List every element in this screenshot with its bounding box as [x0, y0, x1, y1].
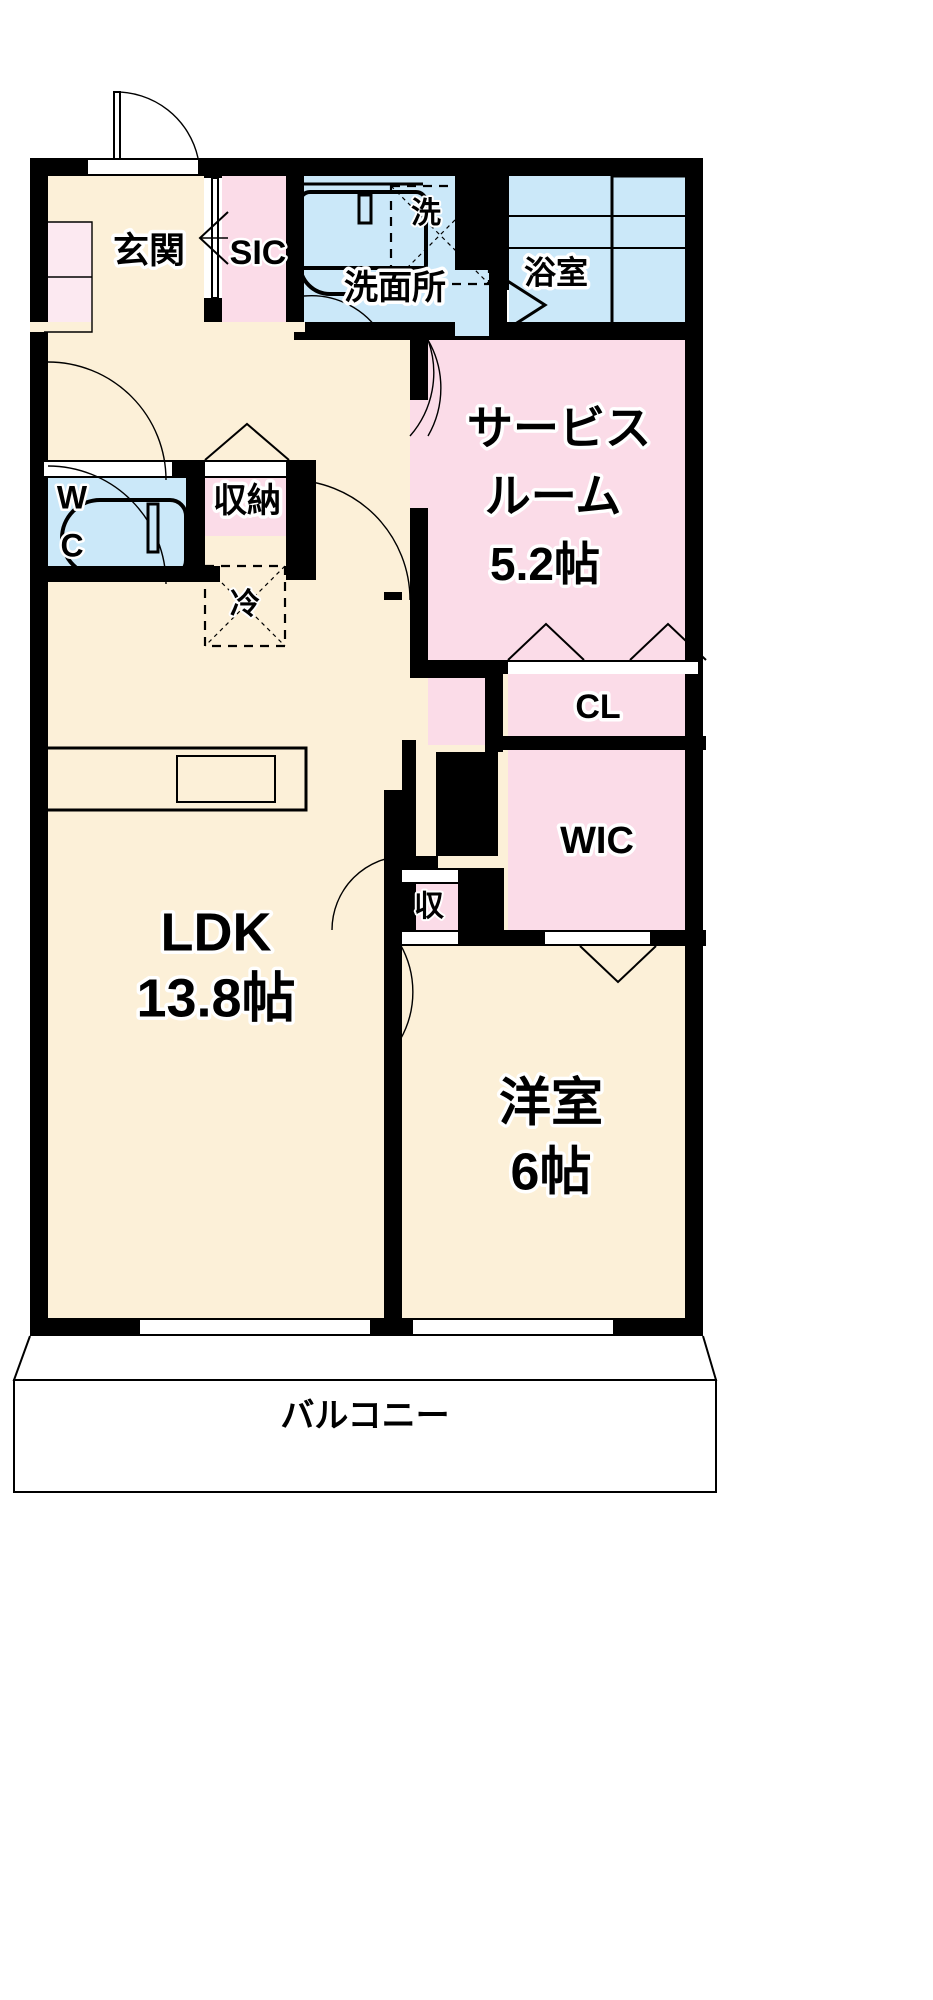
- label-balcony: バルコニー: [280, 1397, 449, 1435]
- youshitsu-window-l1: [413, 1318, 613, 1320]
- wic-fill: [508, 748, 703, 938]
- shu2-open-b: [400, 932, 458, 944]
- ldk-shu-door-arc: [331, 855, 407, 931]
- refrigerator: [203, 564, 287, 648]
- ldk-window-gap: [140, 1318, 370, 1336]
- service-door-gap: [410, 400, 428, 508]
- genkan-step-arrow: [198, 211, 229, 265]
- hall-open-top: [30, 322, 305, 332]
- kitchen: [42, 746, 308, 812]
- label-genkan: 玄関: [113, 230, 185, 271]
- bathtub: [610, 174, 702, 328]
- wall-cl-wic: [496, 736, 706, 750]
- label-wc-line2: C: [60, 527, 83, 563]
- wall-shunou-right: [286, 460, 316, 580]
- wall-wc-right: [186, 460, 205, 580]
- ldk-window-l1: [140, 1318, 370, 1320]
- label-shunou: 収納: [213, 482, 281, 520]
- label-senmenjo: 洗面所: [344, 269, 446, 307]
- service-door-arc: [427, 339, 442, 437]
- label-shu2: 収: [414, 890, 445, 923]
- shunou-door-gap: [205, 462, 293, 476]
- kitchen-counter: [42, 746, 308, 812]
- entrance-door-leaf: [113, 91, 121, 158]
- faucet-icon: [357, 193, 373, 225]
- entrance-opening-line2: [88, 174, 198, 176]
- wic-closet-marker: [579, 945, 657, 984]
- service-room-fill: [428, 340, 703, 670]
- shu2-open: [400, 870, 458, 882]
- label-reizouko: 冷: [230, 588, 260, 621]
- service-hall-door-arc: [289, 479, 411, 601]
- label-service-line3: 5.2帖: [490, 538, 600, 590]
- toilet-tank: [146, 502, 160, 554]
- senmenjo-door-arc: [303, 294, 383, 337]
- wall-service-bottom-a: [410, 660, 502, 678]
- washbasin-bowl: [298, 190, 428, 296]
- youshitsu-window-l2: [413, 1334, 613, 1336]
- washing-machine-pan: [389, 184, 491, 286]
- wall-block-shu2: [436, 752, 498, 856]
- label-service-line1: サービス: [467, 402, 651, 454]
- kitchen-sink: [176, 755, 276, 803]
- bath-shelf-lines: [506, 215, 703, 249]
- entrance-opening-line1: [88, 158, 198, 160]
- closet-markers: [204, 422, 707, 984]
- entrance-door: [113, 91, 199, 159]
- label-cl: CL: [575, 688, 620, 726]
- walls: [30, 158, 706, 1336]
- ldk-hall-door-arc: [47, 361, 167, 481]
- refrigerator-cross: [204, 565, 286, 647]
- shunou-fill: [205, 478, 293, 536]
- wet-notch-fill: [455, 270, 489, 336]
- wall-ldk-youshitsu: [384, 930, 402, 1336]
- sic-fill: [222, 170, 294, 325]
- bath-door-fold: [505, 278, 548, 332]
- ldk-window-l2: [140, 1334, 370, 1336]
- ldk-fill: [44, 592, 384, 1336]
- refrigerator-space: [203, 564, 287, 648]
- genkan-details: [44, 211, 229, 333]
- label-service-line2: ルーム: [485, 470, 622, 522]
- cl-open: [508, 662, 698, 674]
- toilet: [59, 498, 188, 578]
- wall-left: [30, 158, 48, 1336]
- ldk-open-hall: [384, 600, 402, 790]
- toilet-bowl: [59, 498, 188, 578]
- wic-door-open: [545, 932, 650, 944]
- cl-closet-marker-b: [629, 622, 707, 661]
- wall-service-right-b: [485, 660, 503, 752]
- label-sic: SIC: [230, 234, 287, 272]
- label-youshitsu-line1: 洋室: [499, 1075, 603, 1133]
- youshitsu-door-arc: [399, 943, 414, 1041]
- balcony: [12, 1335, 718, 1493]
- wall-top: [30, 158, 703, 176]
- wet-zone-details: [298, 174, 703, 337]
- balcony-floor: [13, 1379, 717, 1493]
- label-ldk-line1: LDK: [161, 902, 272, 962]
- label-yokushitsu: 浴室: [524, 254, 588, 290]
- cl-closet-marker-a: [507, 622, 585, 661]
- cl-fill: [508, 672, 703, 740]
- wc-door-gap: [44, 462, 172, 476]
- label-ldk-line2: 13.8帖: [136, 968, 295, 1028]
- washing-machine-cross: [390, 185, 490, 285]
- service-door-arc-b: [409, 339, 435, 437]
- entrance-door-arc: [113, 91, 199, 159]
- label-youshitsu-line2: 6帖: [511, 1144, 592, 1202]
- entrance-opening: [88, 158, 198, 176]
- youshitsu-window-gap: [413, 1318, 613, 1336]
- shunou-closet-marker: [204, 422, 290, 461]
- label-wic: WIC: [560, 820, 634, 862]
- label-sentaku: 洗: [411, 197, 441, 230]
- room-labels: 玄関 SIC 洗面所 洗 浴室 W C 収納 冷 サービス ルーム 5.2帖 C…: [54, 195, 654, 1439]
- youshitsu-fill: [400, 946, 703, 1336]
- label-wc-line1: W: [57, 479, 88, 515]
